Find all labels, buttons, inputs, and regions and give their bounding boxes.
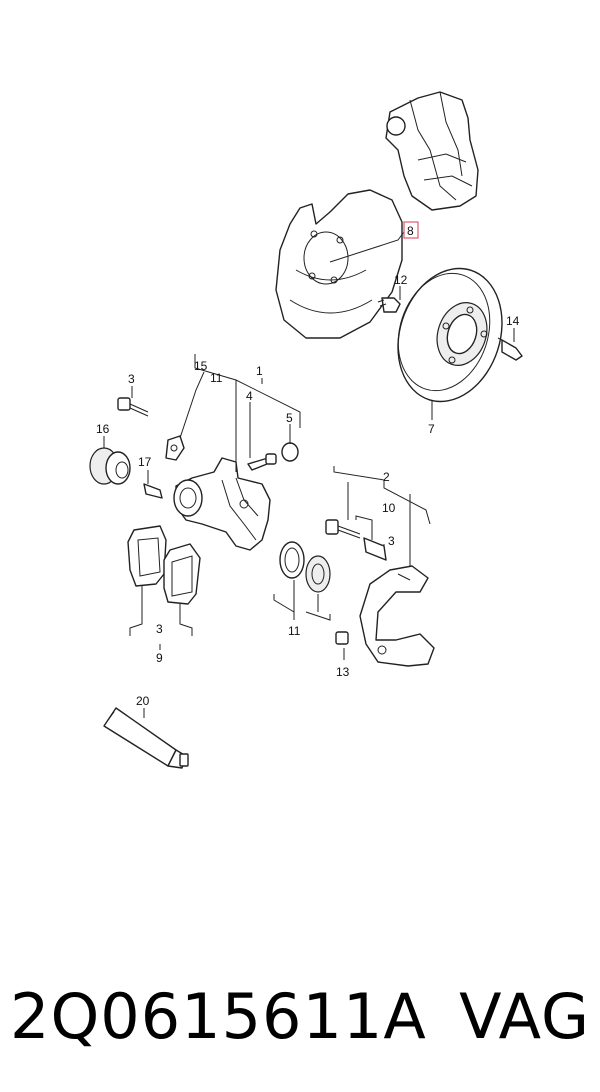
callout-7: 7 (428, 422, 435, 436)
callout-10: 10 (382, 501, 396, 515)
brake-dust-shield-illustration (275, 189, 403, 339)
caliper-top-illustration (385, 91, 479, 211)
seal-kit-11-illustration (279, 541, 331, 593)
callout-labels: 1 2 3 3 3 4 5 7 8 9 10 11 11 12 13 14 15… (96, 221, 520, 708)
piston-16-illustration (89, 447, 131, 485)
callout-3-sleeve: 3 (388, 534, 395, 548)
bolt-13-illustration (335, 631, 349, 645)
callout-1: 1 (256, 364, 263, 378)
callout-2: 2 (383, 470, 390, 484)
callout-13: 13 (336, 665, 350, 679)
brake-assembly-diagram: 1 2 3 3 3 4 5 7 8 9 10 11 11 12 13 14 15… (89, 91, 523, 769)
callout-16: 16 (96, 422, 110, 436)
bolt-3-illustration (117, 397, 149, 417)
brake-pads-illustration (127, 525, 201, 605)
callout-14: 14 (506, 314, 520, 328)
callout-3-bolt: 3 (128, 372, 135, 386)
callout-15: 15 (194, 359, 208, 373)
cap-5-illustration (281, 442, 299, 462)
callout-12: 12 (394, 273, 408, 287)
clip-15-illustration (165, 435, 185, 461)
callout-11-caliper: 11 (210, 371, 223, 385)
callout-5: 5 (286, 411, 293, 425)
callout-9: 9 (156, 651, 163, 665)
callout-4: 4 (246, 389, 253, 403)
rear-caliper-illustration (173, 457, 271, 551)
callout-11-seals: 11 (288, 624, 301, 638)
part-info-footer: 2Q0615611A VAG (0, 962, 600, 1072)
callout-3-pads: 3 (156, 622, 163, 636)
brand-name: VAG (459, 980, 590, 1053)
guide-pin-4-illustration (247, 453, 277, 471)
callout-17: 17 (138, 455, 152, 469)
callout-20: 20 (136, 694, 150, 708)
leader-lines (103, 231, 515, 718)
caliper-carrier-illustration (359, 565, 435, 667)
bolt-10-illustration (325, 519, 387, 561)
screw-14-illustration (497, 337, 523, 361)
bolt-12-illustration (377, 297, 401, 313)
callout-8: 8 (407, 224, 414, 238)
part-number: 2Q0615611A (10, 980, 427, 1053)
brake-disc-illustration (397, 267, 503, 403)
bleeder-17-illustration (143, 483, 163, 499)
callout-8-highlight-box (403, 221, 419, 239)
grease-tube-20-illustration (103, 707, 189, 769)
